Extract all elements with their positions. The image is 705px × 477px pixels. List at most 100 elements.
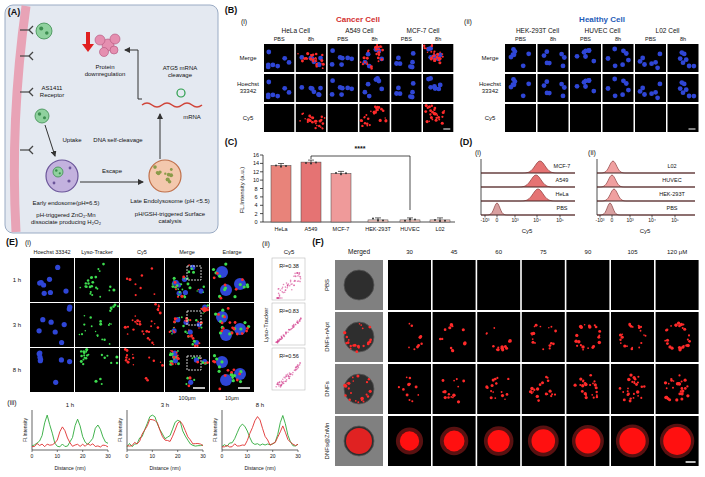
annotation: Escape: [102, 168, 122, 175]
series-label: HeLa: [555, 191, 568, 197]
column-label: 30: [406, 249, 413, 256]
axis-title: Cy5: [640, 228, 651, 235]
annotation: Uptake: [62, 137, 81, 144]
column-label: Merged: [348, 248, 370, 255]
significance-mark: ****: [355, 145, 366, 153]
axis-tick: 6: [254, 194, 257, 200]
column-label: 8h: [550, 36, 556, 42]
cell-line-label: HeLa Cell: [282, 27, 311, 34]
axis-tick: 10⁵: [556, 218, 564, 224]
column-label: Cy5: [137, 249, 147, 255]
cell-line-label: HEK-293T Cell: [516, 27, 559, 34]
column-label: PBS: [274, 36, 285, 42]
axis-tick: 4: [254, 202, 257, 208]
axis-tick: 30: [200, 454, 206, 460]
axis-title: Fl.Intensity: [118, 418, 124, 442]
axis-tick: -10³: [481, 218, 490, 224]
axis-title: Cy5: [522, 228, 533, 235]
column-label: 8h: [371, 36, 377, 42]
axis-title: Fl.Intensity: [23, 418, 29, 442]
annotation: ATG5 mRNA cleavage: [153, 65, 208, 78]
axis-tick: L02: [435, 226, 444, 232]
axis-tick: HUVEC: [400, 226, 419, 232]
correlation-value: R²=0.38: [279, 263, 299, 269]
row-label: PBS: [324, 279, 331, 291]
row-label: Merge: [481, 55, 498, 62]
axis-title: Cy5: [284, 249, 295, 256]
correlation-value: R²=0.56: [279, 353, 299, 359]
annotation: Protein downregulation: [78, 64, 133, 77]
axis-tick: 0: [221, 454, 224, 460]
axis-tick: 2: [254, 211, 257, 217]
axis-tick: 0: [254, 219, 257, 225]
sub-panel-label: (i): [241, 18, 247, 26]
sub-panel-label: (i): [25, 239, 31, 247]
scale-label: 10μm: [225, 395, 239, 401]
column-label: Lyso-Tracker: [81, 249, 113, 255]
series-label: HUVEC: [662, 177, 681, 183]
annotation: Late Endolysosome (pH <5.5): [124, 198, 216, 205]
panel-letter: (C): [225, 138, 238, 148]
panel-letter: (A): [8, 8, 21, 18]
cell-line-label: HUVEC Cell: [585, 27, 621, 34]
column-label: PBS: [401, 36, 412, 42]
axis-tick: 10: [150, 454, 156, 460]
axis-tick: HeLa: [274, 226, 287, 232]
axis-tick: 0: [126, 454, 129, 460]
series-label: A549: [556, 177, 569, 183]
column-label: 45: [451, 249, 458, 256]
axis-title: Distance (nm): [149, 466, 180, 472]
axis-tick: 10: [55, 454, 61, 460]
axis-tick: 10: [253, 177, 259, 183]
column-label: PBS: [515, 36, 526, 42]
axis-tick: 0: [611, 218, 614, 224]
sub-panel-label: (ii): [588, 149, 596, 157]
annotation: pH-triggered ZnO₂-Mn dissociate producin…: [24, 212, 108, 225]
row-label: 8 h: [13, 367, 21, 374]
column-label: 90: [585, 249, 592, 256]
row-label: Merge: [239, 55, 256, 62]
axis-tick: 10⁴: [648, 218, 656, 224]
plot-title: 8 h: [256, 402, 264, 409]
column-label: 120 μM: [667, 249, 687, 256]
column-label: PBS: [645, 36, 656, 42]
series-label: HEK-293T: [659, 191, 685, 197]
plot-title: 1 h: [66, 402, 74, 409]
column-label: Hoechst 33342: [34, 249, 71, 255]
axis-title: Fl.Intensity: [213, 418, 219, 442]
axis-tick: 10⁵: [671, 218, 679, 224]
column-label: 8h: [308, 36, 314, 42]
row-label: 3 h: [13, 322, 21, 329]
column-label: PBS: [337, 36, 348, 42]
axis-title: FL.Intensity (a.u.): [239, 167, 246, 214]
annotation: DNA self-cleavage: [91, 137, 146, 144]
annotation: pH/GSH-triggered Surface catalysis: [124, 211, 216, 224]
axis-tick: 10³: [626, 218, 633, 224]
annotation: mRNA: [183, 114, 201, 121]
sub-panel-label: (iii): [7, 399, 16, 407]
axis-title: Distance (nm): [54, 466, 85, 472]
row-label: DNFs: [324, 381, 331, 396]
plot-title: 3 h: [161, 402, 169, 409]
panel-letter: (B): [225, 6, 238, 16]
annotation: AS1411 Receptor: [32, 85, 72, 98]
axis-tick: A549: [305, 226, 318, 232]
column-label: 8h: [435, 36, 441, 42]
column-label: 8h: [680, 36, 686, 42]
cell-line-label: MCF-7 Cell: [407, 27, 440, 34]
row-label: Hoechst 33342: [235, 81, 261, 94]
axis-tick: 0: [496, 218, 499, 224]
sub-panel-label: (ii): [262, 240, 270, 248]
row-label: Hoechst 33342: [477, 81, 503, 94]
axis-title: Lyso-Tracker: [263, 308, 270, 343]
panel-letter: (F): [312, 238, 324, 248]
annotation: Early endosome(pH=6.5): [24, 200, 108, 207]
axis-tick: 30: [295, 454, 301, 460]
column-label: 75: [540, 249, 547, 256]
axis-tick: 20: [175, 454, 181, 460]
axis-tick: MCF-7: [333, 226, 350, 232]
axis-tick: -10³: [596, 218, 605, 224]
axis-tick: 16: [253, 152, 259, 158]
cell-line-label: A549 Cell: [345, 27, 373, 34]
